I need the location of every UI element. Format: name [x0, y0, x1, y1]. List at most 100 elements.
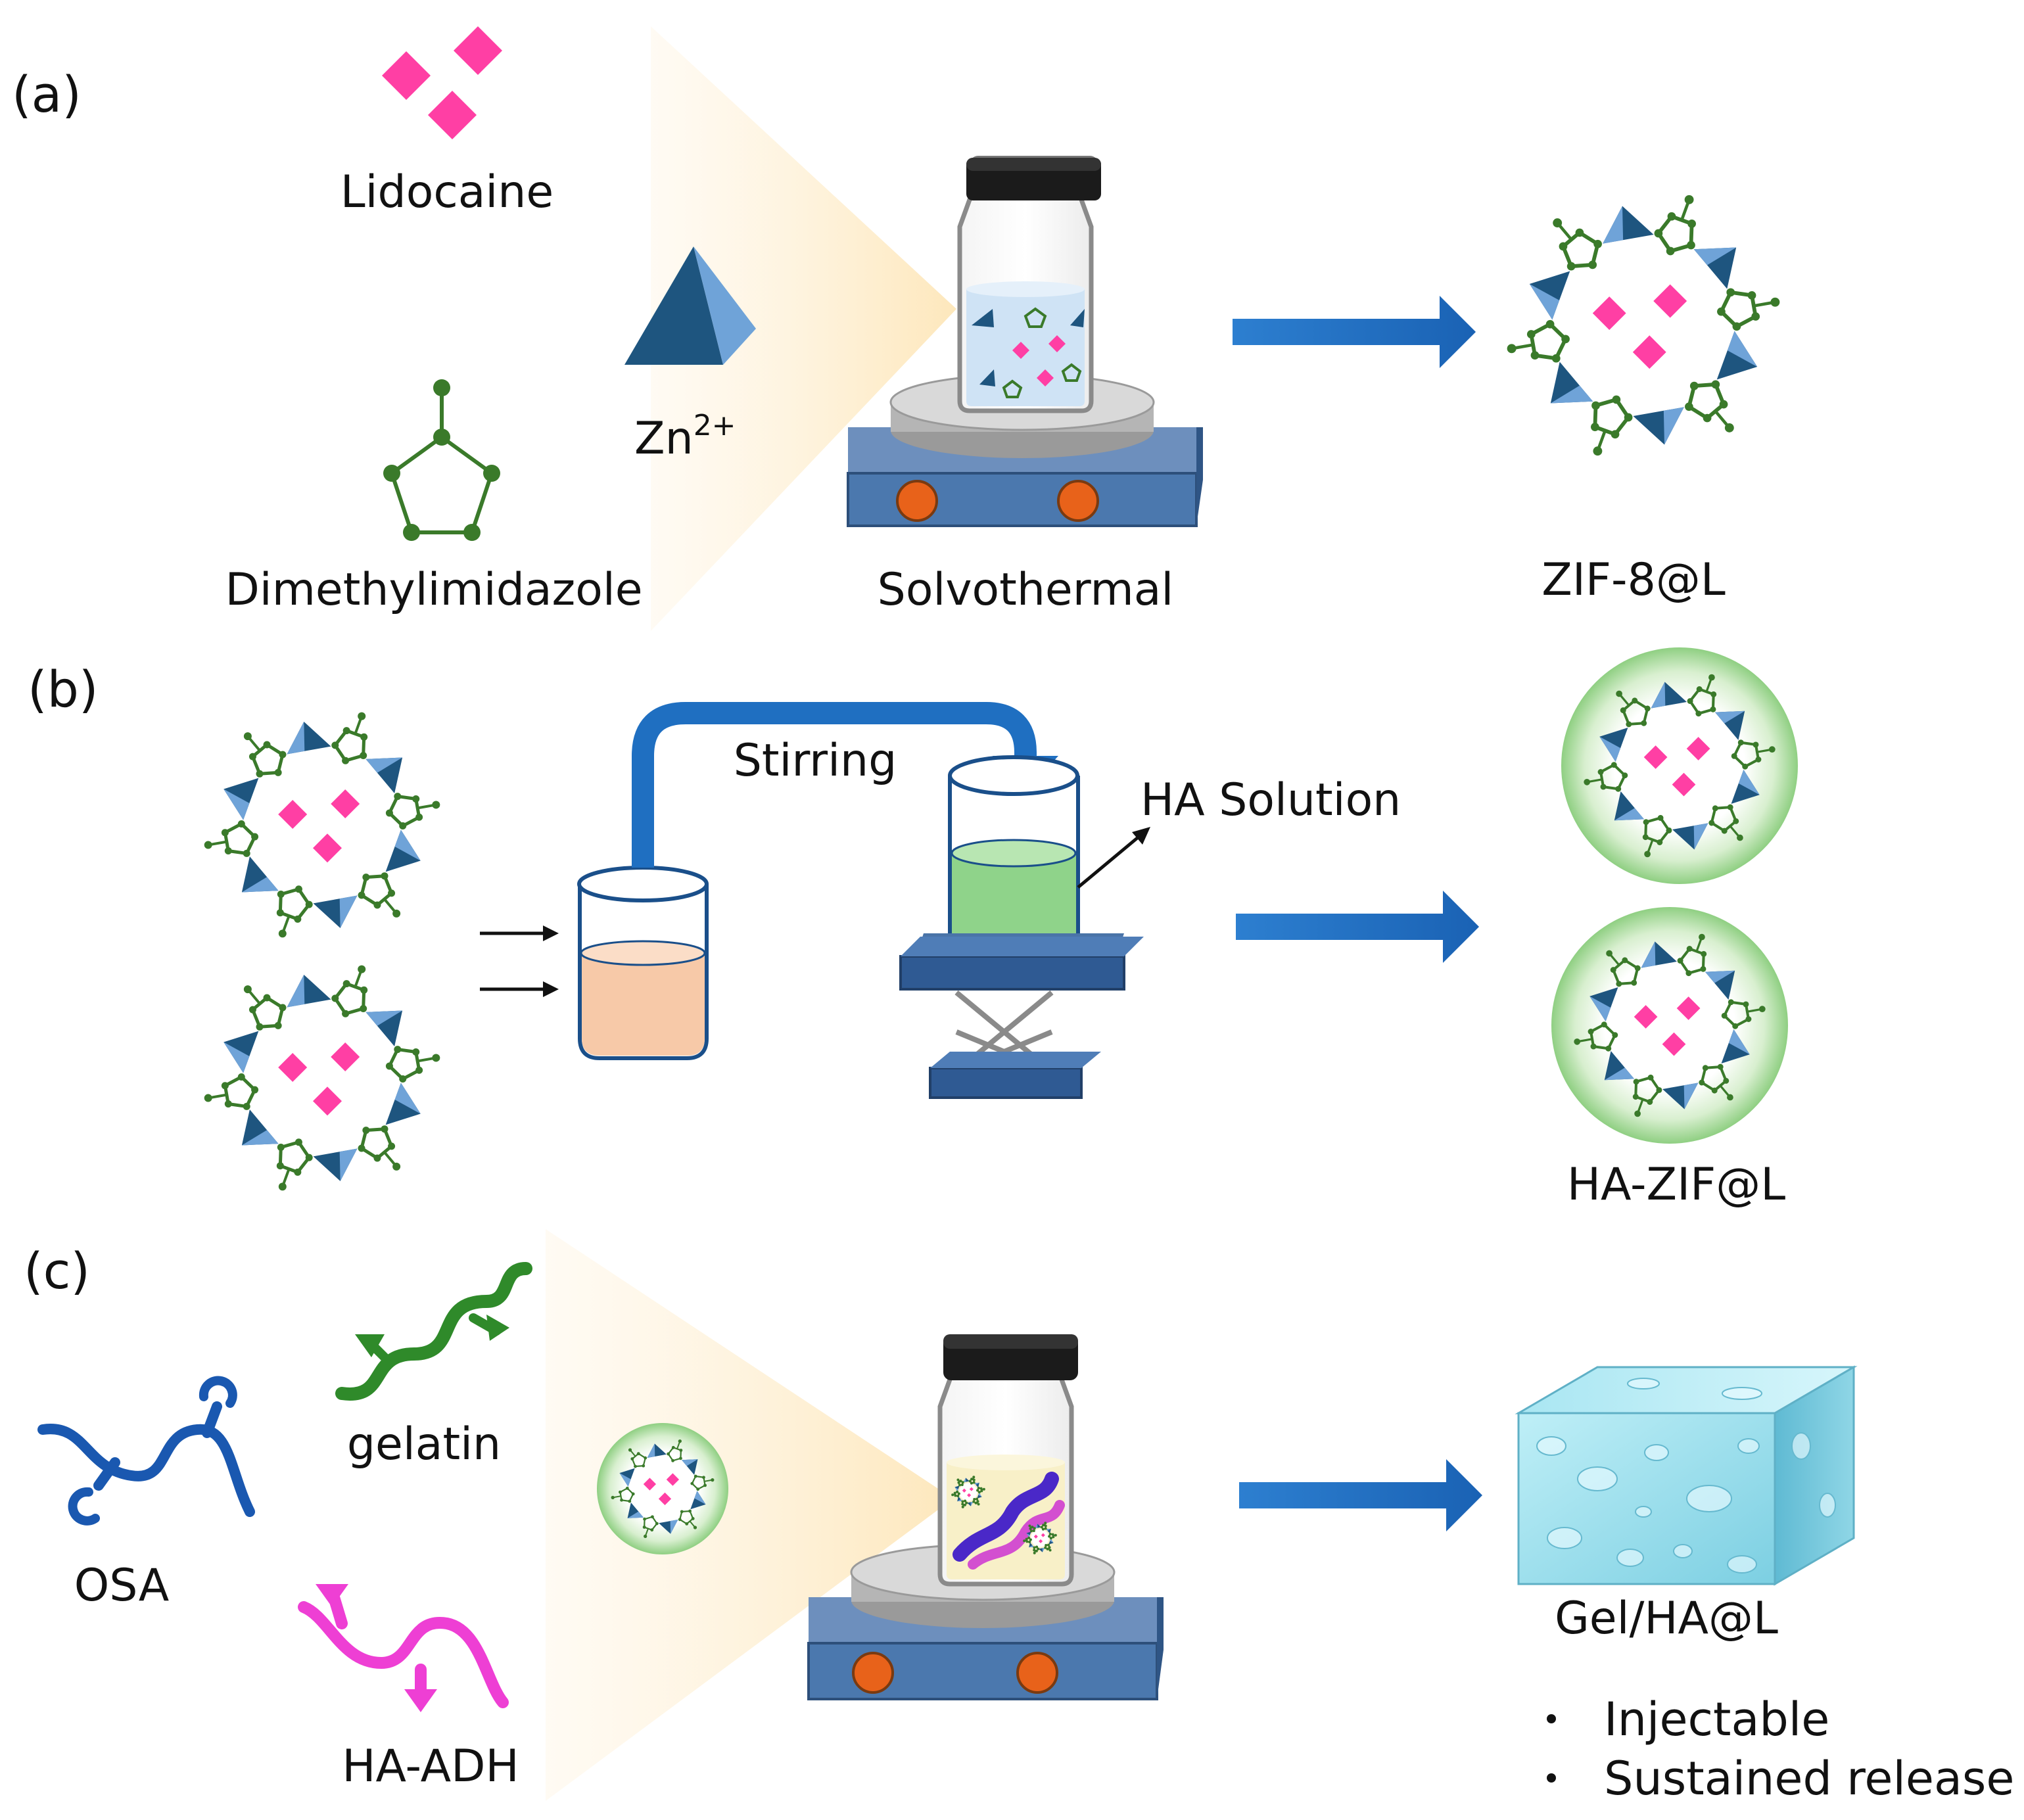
lidocaine-molecule	[1039, 1539, 1043, 1543]
imidazole-ring	[690, 1474, 715, 1491]
imidazole-ring	[331, 712, 368, 764]
lidocaine-molecule	[278, 800, 308, 829]
imidazole-ring	[1048, 1533, 1057, 1540]
lidocaine-molecule	[969, 1487, 974, 1491]
ha-solution-label: HA Solution	[1141, 774, 1401, 826]
imidazole-ring	[1721, 999, 1766, 1029]
lidocaine-label: Lidocaine	[341, 166, 553, 218]
stirring-label: Stirring	[734, 735, 897, 787]
imidazole-ring	[331, 965, 368, 1017]
property-item: Injectable	[1604, 1692, 1829, 1746]
osa-strand-icon	[37, 1376, 255, 1526]
imidazole-ring	[1574, 1021, 1618, 1052]
gelatin-strand-icon	[335, 1262, 532, 1401]
lidocaine-molecule	[1632, 335, 1666, 369]
imidazole-ring	[1044, 1543, 1052, 1552]
imidazole-ring	[1028, 1524, 1036, 1533]
lidocaine-molecule	[666, 1473, 680, 1486]
ha-zif-particle-icon	[1551, 907, 1788, 1144]
imidazole-ring	[1708, 804, 1743, 841]
imidazole-ring	[611, 1486, 635, 1503]
bullet-icon	[1547, 1773, 1556, 1783]
panel-b-label: (b)	[28, 660, 99, 718]
light-beam-c	[546, 1229, 953, 1801]
imidazole-ring	[1654, 195, 1696, 256]
reaction-vial-c	[937, 1334, 1078, 1587]
imidazole-ring	[1616, 690, 1651, 728]
imidazole-ring	[204, 820, 259, 857]
imidazole-ring	[1033, 1545, 1040, 1554]
lidocaine-molecule	[1033, 1534, 1038, 1539]
imidazole-ring	[1699, 1063, 1733, 1101]
lidocaine-molecule	[1592, 296, 1626, 330]
lidocaine-molecule	[1643, 745, 1668, 769]
zif8-particle-icon	[204, 712, 440, 938]
lidocaine-molecule	[278, 1053, 308, 1082]
reaction-vial-a	[957, 156, 1101, 413]
zif8-particle-icon	[1507, 195, 1780, 456]
solvothermal-label: Solvothermal	[878, 564, 1174, 616]
lidocaine-molecule	[1634, 1005, 1658, 1029]
lidocaine-molecule	[962, 1488, 966, 1493]
property-item: Sustained release	[1604, 1752, 2014, 1806]
ha-zif-label: HA-ZIF@L	[1567, 1159, 1785, 1211]
lidocaine-molecule	[331, 789, 360, 818]
lab-jack	[899, 933, 1144, 1099]
lidocaine-molecule	[313, 1086, 342, 1116]
lidocaine-molecule	[643, 1478, 657, 1491]
ha-solution-beaker	[948, 755, 1080, 956]
imidazole-ring	[1553, 218, 1602, 271]
imidazole-ring	[972, 1497, 980, 1506]
imidazole-ring	[385, 1046, 440, 1083]
imidazole-ring	[1606, 950, 1641, 987]
imidazole-ring	[678, 1509, 697, 1529]
imidazole-ring	[276, 885, 313, 938]
imidazole-ring	[667, 1439, 683, 1462]
ha-solution-pointer	[1077, 827, 1150, 889]
panel-a-label: (a)	[12, 65, 82, 124]
panel-b: (b) Stirring	[28, 647, 1798, 1211]
lidocaine-molecule	[967, 1493, 972, 1497]
imidazole-ring	[956, 1478, 964, 1487]
imidazole-ring	[358, 1125, 401, 1171]
imidazole-ring	[385, 793, 440, 830]
osa-label: OSA	[74, 1560, 169, 1612]
panel-c: (c) gelatin OSA HA-ADH	[24, 1229, 2014, 1806]
ha-zif-particle-icon	[597, 1423, 728, 1554]
imidazole-ring	[642, 1515, 659, 1538]
imidazole-ring	[1677, 933, 1707, 977]
ha-zif-particle-icon	[1561, 647, 1798, 884]
zinc-pyramid-icon	[624, 246, 756, 365]
process-arrow-c	[1239, 1459, 1482, 1531]
ha-adh-label: HA-ADH	[342, 1740, 519, 1792]
lidocaine-molecule	[1662, 1032, 1686, 1056]
lidocaine-molecule	[1686, 737, 1710, 760]
imidazole-ring	[1717, 288, 1780, 331]
panel-a: (a) Lidocaine Zn2+ Dime	[12, 26, 1780, 631]
dimethylimidazole-label: Dimethylimidazole	[225, 564, 642, 616]
lidocaine-molecule	[1041, 1533, 1045, 1537]
imidazole-ring	[1685, 380, 1734, 432]
imidazole-ring	[276, 1138, 313, 1191]
zif8-label: ZIF-8@L	[1542, 554, 1726, 606]
lidocaine-molecule	[331, 1042, 360, 1071]
imidazole-ring	[1591, 395, 1633, 456]
imidazole-ring	[1642, 814, 1672, 858]
zif8-particle-icon	[204, 965, 440, 1191]
input-arrows	[480, 925, 559, 997]
imidazole-ring	[968, 1476, 976, 1485]
imidazole-ring	[358, 872, 401, 918]
imidazole-ring	[1040, 1522, 1047, 1531]
dimethylimidazole-icon	[383, 379, 500, 541]
lidocaine-molecule	[1672, 772, 1696, 797]
panel-c-label: (c)	[24, 1242, 90, 1300]
properties-list: Injectable Sustained release	[1547, 1692, 2014, 1806]
zinc-label: Zn2+	[634, 409, 736, 465]
process-arrow-b	[1236, 891, 1479, 963]
imidazole-ring	[1731, 739, 1776, 770]
lidocaine-molecule	[1653, 284, 1687, 318]
hotplate-stirrer-c	[807, 1543, 1164, 1700]
imidazole-ring	[951, 1490, 960, 1497]
zif-beaker	[577, 866, 709, 1060]
